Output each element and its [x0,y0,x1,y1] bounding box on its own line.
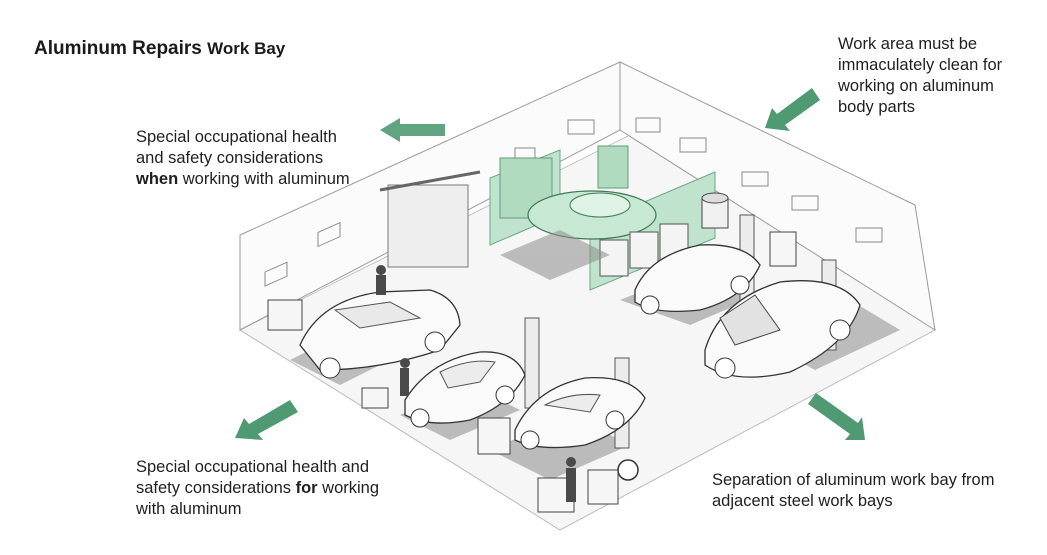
callout-clean-line: Work area must be [838,35,978,53]
tire [617,459,639,481]
callout-health-when-line1: Special occupational health [136,128,337,146]
car-convertible-front [514,377,646,450]
callout-separation-line2: adjacent steel work bays [712,492,893,510]
wall-windows [264,117,883,287]
callout-health-when-line2: and safety considerations [136,149,324,167]
callout-health-for-line2: safety considerations for working [136,478,379,499]
callout-health-when: Special occupational health and safety c… [136,127,350,190]
emphasis-for: for [295,479,318,497]
callout-clean-line: working on aluminum [838,77,994,95]
callout-health-for-line2-pre: safety considerations [136,479,296,497]
car-coupe-center [404,351,526,428]
callout-clean-line: immaculately clean for [838,56,1003,74]
sliding-door [387,184,469,268]
back-wall-right [619,61,936,332]
workers [376,265,576,502]
page-title: Aluminum Repairs Work Bay [34,38,285,60]
car-aluminum-bay [527,190,657,240]
callout-health-when-line3-rest: working with aluminum [178,170,350,188]
callout-clean: Work area must be immaculately clean for… [838,34,1002,118]
emphasis-when: when [136,170,179,188]
car-suv-hood-open [704,280,861,379]
title-main: Aluminum Repairs [34,38,202,59]
callout-clean-line: body parts [838,98,916,116]
callout-health-for-line1: Special occupational health and [136,458,370,476]
callout-health-when-line3: when working with aluminum [136,169,350,190]
arrow-health-when [380,118,445,142]
callout-health-for-line3: with aluminum [136,500,242,518]
car-suv-left [299,289,461,379]
arrow-clean [765,88,820,131]
arrow-separation [808,393,865,440]
title-sub: Work Bay [207,39,286,58]
car-convertible-right [634,244,761,315]
callout-health-for-line2-post: working [317,479,380,497]
callout-health-for: Special occupational health and safety c… [136,457,379,520]
callout-separation-line1: Separation of aluminum work bay from [712,471,995,489]
green-cabinet [597,145,629,189]
barrel [701,192,729,229]
callout-separation: Separation of aluminum work bay from adj… [712,470,994,512]
arrow-health-for [235,400,298,440]
storage-cabinets [599,223,689,277]
